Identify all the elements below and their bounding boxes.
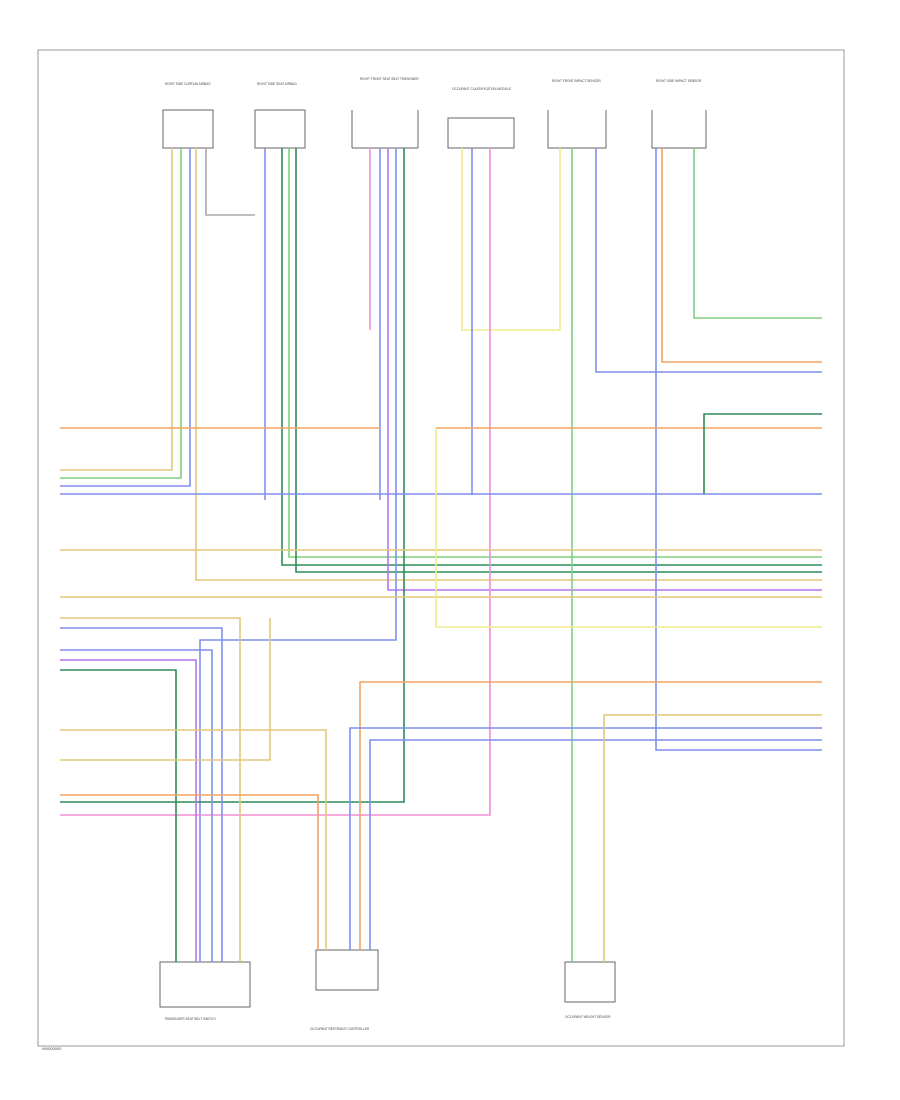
component-c9	[564, 961, 616, 1003]
component-label-c9: OCCUPANT WEIGHT SENSOR	[565, 1015, 611, 1019]
component-c3	[351, 110, 419, 149]
component-c1	[162, 109, 214, 149]
component-c2	[254, 109, 306, 149]
bottom-components	[159, 949, 616, 1008]
component-c4	[447, 117, 515, 149]
component-labels: RIGHT SIDE CURTAIN AIRBAG RIGHT SIDE SEA…	[165, 77, 702, 1031]
component-c7	[159, 961, 251, 1008]
component-label-c4: OCCUPANT CLASSIFICATION MODULE	[452, 87, 511, 91]
component-label-c2: RIGHT SIDE SEAT AIRBAG	[257, 82, 297, 86]
component-label-c6: RIGHT SIDE IMPACT SENSOR	[656, 79, 702, 83]
top-components	[162, 109, 707, 149]
vertical-wires	[60, 148, 822, 962]
component-c8	[315, 949, 379, 991]
diagram-frame	[37, 49, 845, 1047]
component-label-c8: OCCUPANT RESTRAINT CONTROLLER	[310, 1027, 370, 1031]
component-c5	[547, 110, 607, 149]
component-label-c7: PASSENGER SEAT BELT SWITCH	[165, 1017, 216, 1021]
component-c6	[651, 110, 707, 149]
horizontal-wires	[60, 413, 822, 962]
component-label-c3: RIGHT FRONT SEAT BELT TENSIONER	[360, 77, 419, 81]
component-label-c5: RIGHT FRONT IMPACT SENSOR	[552, 79, 601, 83]
diagram-code: W0000000	[42, 1046, 62, 1051]
component-label-c1: RIGHT SIDE CURTAIN AIRBAG	[165, 82, 211, 86]
